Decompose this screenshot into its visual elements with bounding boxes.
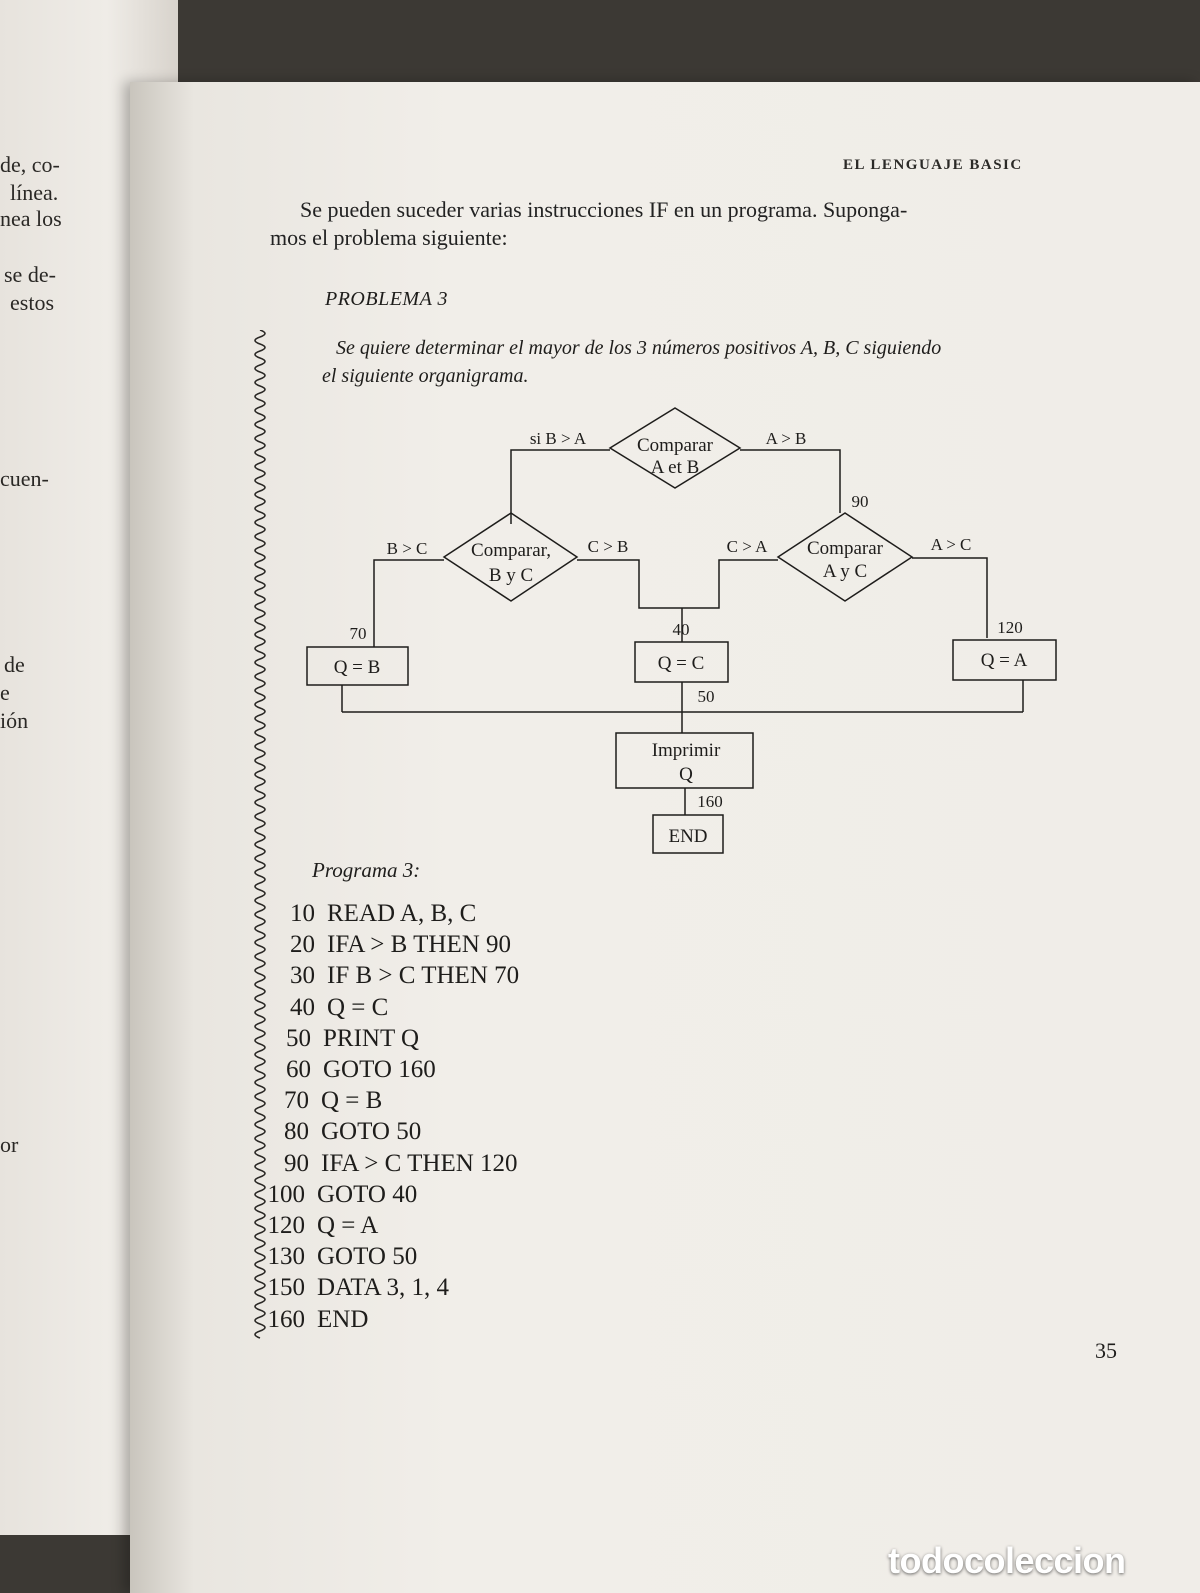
problem-statement-line: el siguiente organigrama. [322, 365, 529, 387]
box-end-text: END [668, 826, 707, 847]
label-si-b-gt-a: si B > A [530, 429, 587, 448]
label-90: 90 [852, 492, 869, 511]
instruction: GOTO 50 [317, 1243, 418, 1271]
left-page-text: se de- [4, 262, 56, 287]
box-end [652, 814, 724, 854]
code-line: 90 IFA > C THEN 120 [249, 1150, 649, 1182]
line-number: 120 [267, 1212, 306, 1239]
line-number: 160 [267, 1305, 306, 1333]
line-number: 40 [290, 993, 315, 1021]
wavy-margin-line [254, 330, 266, 1339]
label-a-gt-b: A > B [766, 429, 807, 448]
line-number: 150 [267, 1274, 306, 1302]
code-line: 10 READ A, B, C [255, 900, 655, 932]
label-b-gt-c: B > C [387, 539, 428, 558]
intro-line: Se pueden suceder varias instrucciones I… [300, 197, 908, 222]
intro-paragraph: Se pueden suceder varias instrucciones I… [270, 196, 1060, 252]
label-a-gt-c: A > C [931, 535, 972, 554]
label-50: 50 [698, 687, 715, 706]
line-number: 30 [290, 962, 315, 990]
code-line: 60 GOTO 160 [251, 1056, 651, 1088]
code-line: 100 GOTO 40 [245, 1181, 645, 1213]
label-160: 160 [697, 792, 723, 811]
line-number: 130 [267, 1243, 306, 1271]
box-q-b-text: Q = B [334, 657, 381, 678]
instruction: READ A, B, C [327, 900, 477, 927]
flowchart: Comparar A et B si B > A A > B 90 Compar… [306, 407, 1057, 854]
left-page-text: or [0, 1132, 19, 1157]
line-number: 50 [286, 1024, 311, 1052]
line-number: 80 [284, 1118, 309, 1146]
code-line: 130 GOTO 50 [245, 1243, 645, 1275]
code-line: 30 IF B > C THEN 70 [255, 962, 655, 994]
instruction: PRINT Q [323, 1024, 420, 1052]
instruction: GOTO 40 [317, 1180, 418, 1208]
left-page-text: estos [10, 290, 54, 315]
instruction: DATA 3, 1, 4 [317, 1274, 450, 1302]
line-number: 10 [290, 900, 315, 927]
box-print-text-2: Q [679, 764, 693, 785]
right-page [130, 82, 1200, 1593]
instruction: END [317, 1305, 369, 1333]
decision-left-text-2: B y C [489, 565, 533, 586]
intro-line: mos el problema siguiente: [270, 225, 508, 250]
label-c-gt-a: C > A [727, 537, 768, 556]
decision-top-text-1: Comparar [637, 435, 714, 456]
running-head: EL LENGUAJE BASIC [843, 157, 1023, 173]
problem-statement: Se quiere determinar el mayor de los 3 n… [322, 334, 1062, 390]
decision-right-text-1: Comparar [807, 538, 884, 559]
left-page-text: de [4, 652, 25, 677]
box-q-a-text: Q = A [981, 650, 1028, 671]
code-line: 70 Q = B [249, 1087, 649, 1119]
line-number: 100 [267, 1180, 306, 1208]
decision-diamond-left [442, 512, 579, 602]
decision-right-text-2: A y C [823, 561, 867, 582]
label-40: 40 [673, 620, 690, 639]
left-page-text: e [0, 680, 10, 705]
code-line: 20 IFA > B THEN 90 [255, 931, 655, 963]
line-number: 90 [284, 1149, 309, 1177]
problem-statement-line: Se quiere determinar el mayor de los 3 n… [336, 337, 942, 359]
code-line: 120 Q = A [245, 1212, 645, 1244]
decision-diamond-top [608, 407, 742, 489]
left-page-text: ión [0, 708, 29, 733]
instruction: Q = A [317, 1212, 379, 1239]
line-number: 60 [286, 1056, 311, 1083]
label-c-gt-b: C > B [588, 537, 629, 556]
problem-title: PROBLEMA 3 [325, 288, 448, 310]
label-70: 70 [350, 624, 367, 643]
code-line: 150 DATA 3, 1, 4 [245, 1274, 645, 1306]
instruction: Q = C [327, 993, 389, 1021]
box-q-b [306, 646, 409, 686]
code-line: 50 PRINT Q [251, 1025, 651, 1057]
code-line: 160 END [245, 1306, 645, 1338]
instruction: GOTO 160 [323, 1056, 436, 1083]
left-page-text: nea los [0, 206, 62, 231]
instruction: IFA > C THEN 120 [321, 1149, 518, 1177]
page-number: 35 [1095, 1338, 1117, 1363]
decision-top-text-2: A et B [651, 457, 700, 478]
left-page-text: línea. [10, 180, 59, 205]
decision-diamond-right [776, 512, 914, 602]
watermark-logo: todocoleccion [888, 1540, 1126, 1581]
instruction: Q = B [321, 1087, 383, 1115]
box-q-a [952, 639, 1057, 681]
code-line: 40 Q = C [255, 994, 655, 1026]
instruction: IF B > C THEN 70 [327, 962, 520, 990]
left-page-text: cuen- [0, 466, 49, 491]
box-q-c-text: Q = C [658, 653, 705, 674]
box-print-text-1: Imprimir [652, 740, 721, 761]
code-line: 80 GOTO 50 [249, 1118, 649, 1150]
line-number: 70 [284, 1087, 309, 1115]
program-title: Programa 3: [312, 858, 421, 882]
instruction: GOTO 50 [321, 1118, 422, 1146]
line-number: 20 [290, 931, 315, 959]
decision-left-text-1: Comparar, [471, 540, 551, 561]
left-page-text: de, co- [0, 152, 60, 177]
instruction: IFA > B THEN 90 [327, 931, 512, 959]
label-120: 120 [997, 618, 1023, 637]
